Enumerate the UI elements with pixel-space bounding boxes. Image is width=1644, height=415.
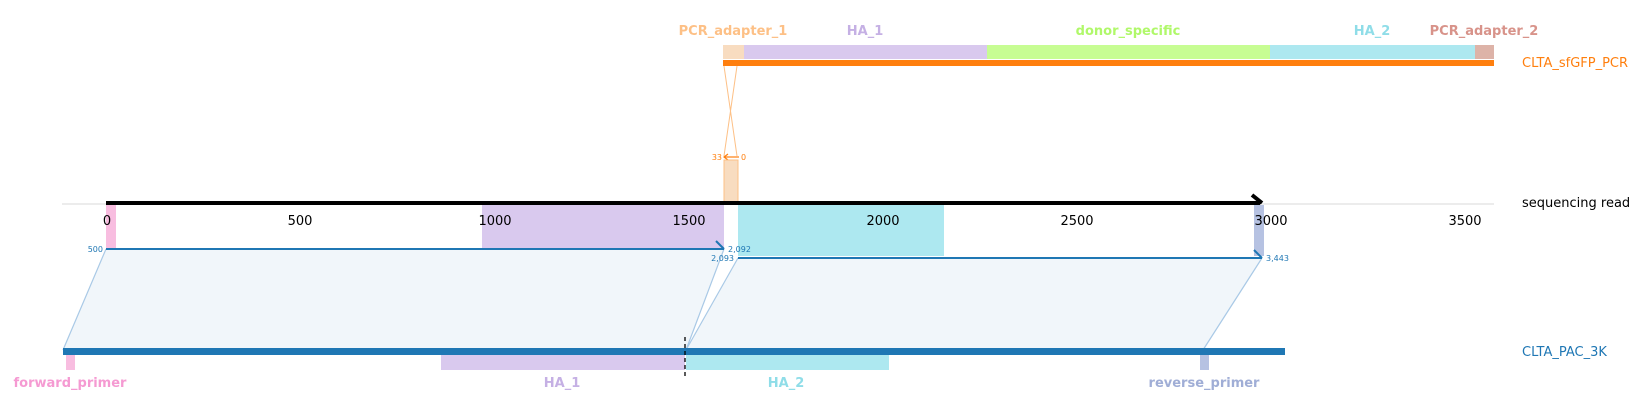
- reference-feature-ha-1-block: [744, 45, 987, 59]
- axis-tick-label: 500: [288, 214, 313, 229]
- target-bar: [63, 348, 1285, 355]
- sequencing-read-label: sequencing read: [1522, 196, 1630, 211]
- target-feature-forward-primer-block: [66, 355, 75, 370]
- reference-track-label: CLTA_sfGFP_PCR: [1522, 56, 1628, 71]
- reference-feature-pcr-adapter-2-block: [1475, 45, 1494, 59]
- reference-alignment-arrow: 33 0: [712, 153, 746, 162]
- read-ha-2-region: [738, 205, 944, 256]
- reference-feature-label-pcr-adapter-1: PCR_adapter_1: [679, 24, 788, 39]
- reference-track: PCR_adapter_1 HA_1 donor_specific HA_2 P…: [679, 24, 1628, 203]
- reference-alignment-start-label: 33: [712, 153, 722, 162]
- sequencing-read-track: 0 500 1000 1500 2000 2500 3000 3500 sequ…: [62, 193, 1630, 256]
- reference-feature-donor-specific-block: [987, 45, 1270, 59]
- target-alignment-1-left-edge: [62, 248, 107, 351]
- axis-tick-label: 3000: [1254, 214, 1287, 229]
- target-alignment-2-arrowhead: [1253, 249, 1263, 259]
- read-ha-1-region: [482, 205, 724, 248]
- read-reverse-primer-region: [1254, 205, 1264, 256]
- axis-tick-label: 2000: [866, 214, 899, 229]
- reference-feature-ha-2-block: [1270, 45, 1475, 59]
- reference-feature-pcr-adapter-1-block: [723, 45, 744, 59]
- target-alignments: 500 2,092 2,093 3,443: [62, 240, 1289, 351]
- target-feature-reverse-primer-block: [1200, 355, 1209, 370]
- target-feature-label-reverse-primer: reverse_primer: [1149, 376, 1261, 391]
- target-alignment-2-end-label: 3,443: [1266, 254, 1289, 263]
- target-alignment-2-left-edge: [685, 257, 739, 351]
- target-alignment-1-start-label: 500: [88, 245, 103, 254]
- reference-feature-label-donor-specific: donor_specific: [1076, 24, 1181, 39]
- target-track-label: CLTA_PAC_3K: [1522, 345, 1607, 360]
- read-arrow-head: [1250, 193, 1264, 205]
- target-alignment-1-right-edge: [685, 248, 725, 351]
- target-feature-label-ha-2: HA_2: [768, 376, 805, 391]
- target-feature-label-ha-1: HA_1: [544, 376, 581, 391]
- reference-connector: [723, 65, 738, 157]
- axis-tick-label: 1000: [478, 214, 511, 229]
- target-alignment-1-band: [63, 249, 724, 350]
- target-feature-ha-1-block: [441, 355, 685, 370]
- target-alignment-2-band: [686, 258, 1262, 350]
- reference-bar: [723, 60, 1494, 66]
- axis-tick-label: 2500: [1060, 214, 1093, 229]
- target-alignment-2-start-label: 2,093: [711, 254, 734, 263]
- reference-alignment-end-label: 0: [741, 153, 746, 162]
- target-feature-label-forward-primer: forward_primer: [14, 376, 128, 391]
- axis-tick-label: 1500: [672, 214, 705, 229]
- target-alignment-1-arrowhead: [715, 240, 725, 250]
- target-alignment-1-end-label: 2,092: [728, 245, 751, 254]
- target-feature-ha-2-block: [686, 355, 889, 370]
- reference-feature-label-ha-2: HA_2: [1354, 24, 1391, 39]
- reference-feature-label-pcr-adapter-2: PCR_adapter_2: [1430, 24, 1539, 39]
- axis-tick-label: 3500: [1448, 214, 1481, 229]
- axis-tick-label: 0: [103, 214, 111, 229]
- target-alignment-2-right-edge: [1202, 257, 1263, 351]
- read-forward-primer-region: [106, 205, 116, 248]
- reference-feature-label-ha-1: HA_1: [847, 24, 884, 39]
- target-track: forward_primer HA_1 HA_2 reverse_primer …: [14, 337, 1607, 391]
- reference-aligned-segment: [723, 159, 739, 203]
